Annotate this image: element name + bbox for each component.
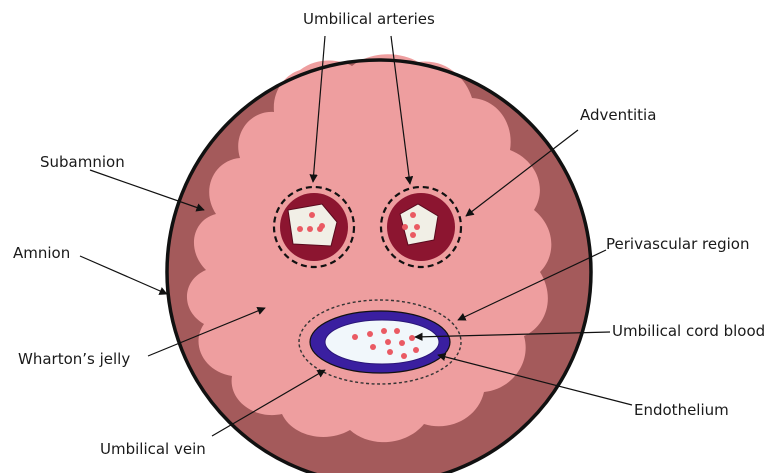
blood-cell: [381, 328, 387, 334]
blood-cell: [394, 328, 400, 334]
blood-cell: [297, 226, 303, 232]
blood-cell: [413, 347, 419, 353]
blood-cell: [387, 349, 393, 355]
blood-cell: [367, 331, 373, 337]
blood-cell: [414, 224, 420, 230]
label-adventitia: Adventitia: [580, 106, 656, 124]
label-amnion: Amnion: [13, 244, 70, 262]
label-umbilical-cord-blood: Umbilical cord blood: [612, 322, 765, 340]
blood-cell: [370, 344, 376, 350]
blood-cell: [385, 339, 391, 345]
label-endothelium: Endothelium: [634, 401, 729, 419]
blood-cell: [309, 212, 315, 218]
arrow-amnion: [80, 256, 167, 294]
blood-cell: [399, 340, 405, 346]
blood-cell: [307, 226, 313, 232]
blood-cell: [410, 212, 416, 218]
label-whartons-jelly: Wharton’s jelly: [18, 350, 130, 368]
blood-cell: [402, 224, 408, 230]
vein-lumen: [325, 320, 439, 364]
label-umbilical-arteries: Umbilical arteries: [303, 10, 435, 28]
label-subamnion: Subamnion: [40, 153, 125, 171]
blood-cell: [317, 226, 323, 232]
blood-cell: [352, 334, 358, 340]
blood-cell: [410, 232, 416, 238]
blood-cell: [409, 335, 415, 341]
blood-cell: [401, 353, 407, 359]
label-umbilical-vein: Umbilical vein: [100, 440, 206, 458]
label-perivascular-region: Perivascular region: [606, 235, 749, 253]
